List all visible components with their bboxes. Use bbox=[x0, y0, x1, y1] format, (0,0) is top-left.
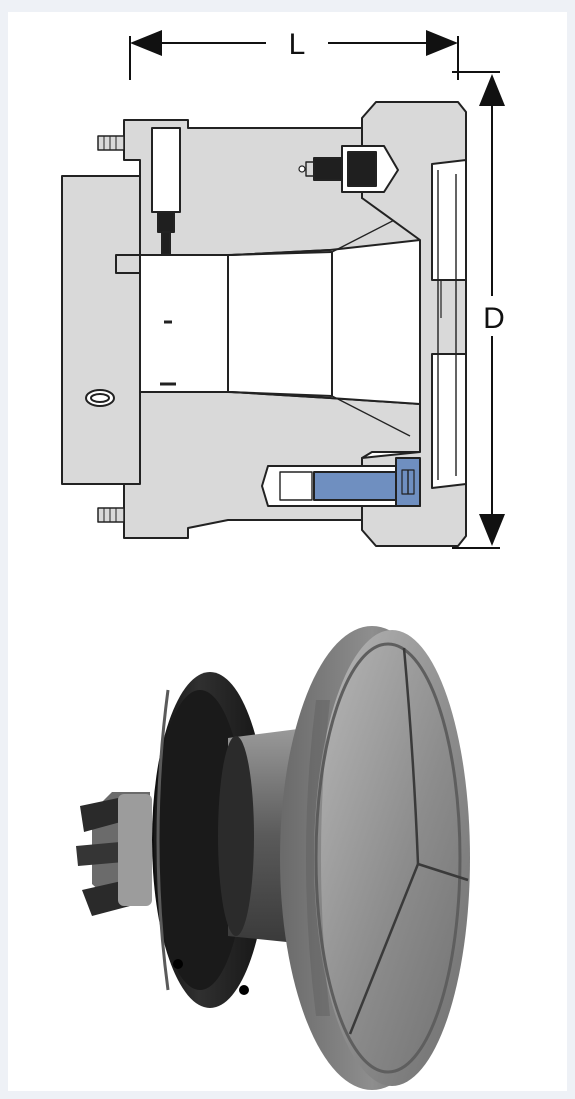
back-plate-recess bbox=[115, 254, 143, 274]
dimension-diameter-arrow-bottom bbox=[479, 514, 505, 546]
face-jaw-split-3 bbox=[348, 863, 420, 1035]
bore-step-3 bbox=[227, 391, 333, 397]
rear-chuck-ring bbox=[118, 794, 152, 906]
back-plate bbox=[61, 175, 141, 485]
bottom-stud bbox=[97, 507, 125, 523]
flange-hole-1 bbox=[173, 959, 183, 969]
face-disc-front bbox=[314, 630, 470, 1086]
central-bore bbox=[139, 239, 421, 405]
dimension-length bbox=[129, 30, 459, 80]
face-disc-groove bbox=[314, 642, 462, 1074]
upper-screw-ball bbox=[298, 165, 306, 173]
vertical-key-channel bbox=[151, 127, 181, 213]
face-jaw-split-1 bbox=[402, 647, 420, 865]
dimension-diameter-label: D bbox=[483, 302, 505, 335]
face-disc-shadow bbox=[306, 700, 330, 1016]
bore-step-2 bbox=[227, 251, 333, 256]
product-photo bbox=[76, 626, 470, 1090]
dimension-length-arrow-right bbox=[426, 30, 458, 56]
flange-edge-highlight bbox=[156, 689, 170, 991]
flange-inner-face bbox=[154, 690, 246, 990]
hub-collar bbox=[218, 736, 254, 936]
collet-slot-upper bbox=[431, 159, 467, 281]
lower-screw-socket bbox=[401, 469, 415, 495]
back-plate-bore-hole-inner bbox=[90, 393, 110, 403]
cross-section-drawing bbox=[61, 101, 467, 547]
vertical-key-tip bbox=[161, 231, 171, 255]
upper-screw-tip bbox=[305, 161, 315, 177]
dimension-diameter bbox=[452, 71, 505, 549]
dimension-length-arrow-left bbox=[130, 30, 162, 56]
dimension-diameter-arrow-top bbox=[479, 74, 505, 106]
lower-screw-shank bbox=[279, 471, 313, 501]
rear-chuck-jaw-mid bbox=[76, 842, 124, 866]
flange-hole-2 bbox=[239, 985, 249, 995]
lower-screw-head bbox=[395, 457, 421, 507]
vertical-key-screw bbox=[157, 211, 175, 233]
bore-taper-bottom bbox=[331, 395, 411, 437]
lower-screw-body bbox=[313, 471, 399, 501]
back-plate-bore-hole bbox=[85, 389, 115, 407]
top-stud bbox=[97, 135, 125, 151]
upper-screw-head bbox=[347, 151, 377, 187]
upper-screw-body bbox=[313, 157, 343, 181]
rear-chuck-jaw-top bbox=[80, 798, 128, 832]
face-jaw-split-2 bbox=[417, 862, 469, 882]
dimension-length-label: L bbox=[289, 28, 306, 61]
collet-slot-lower bbox=[431, 353, 467, 489]
